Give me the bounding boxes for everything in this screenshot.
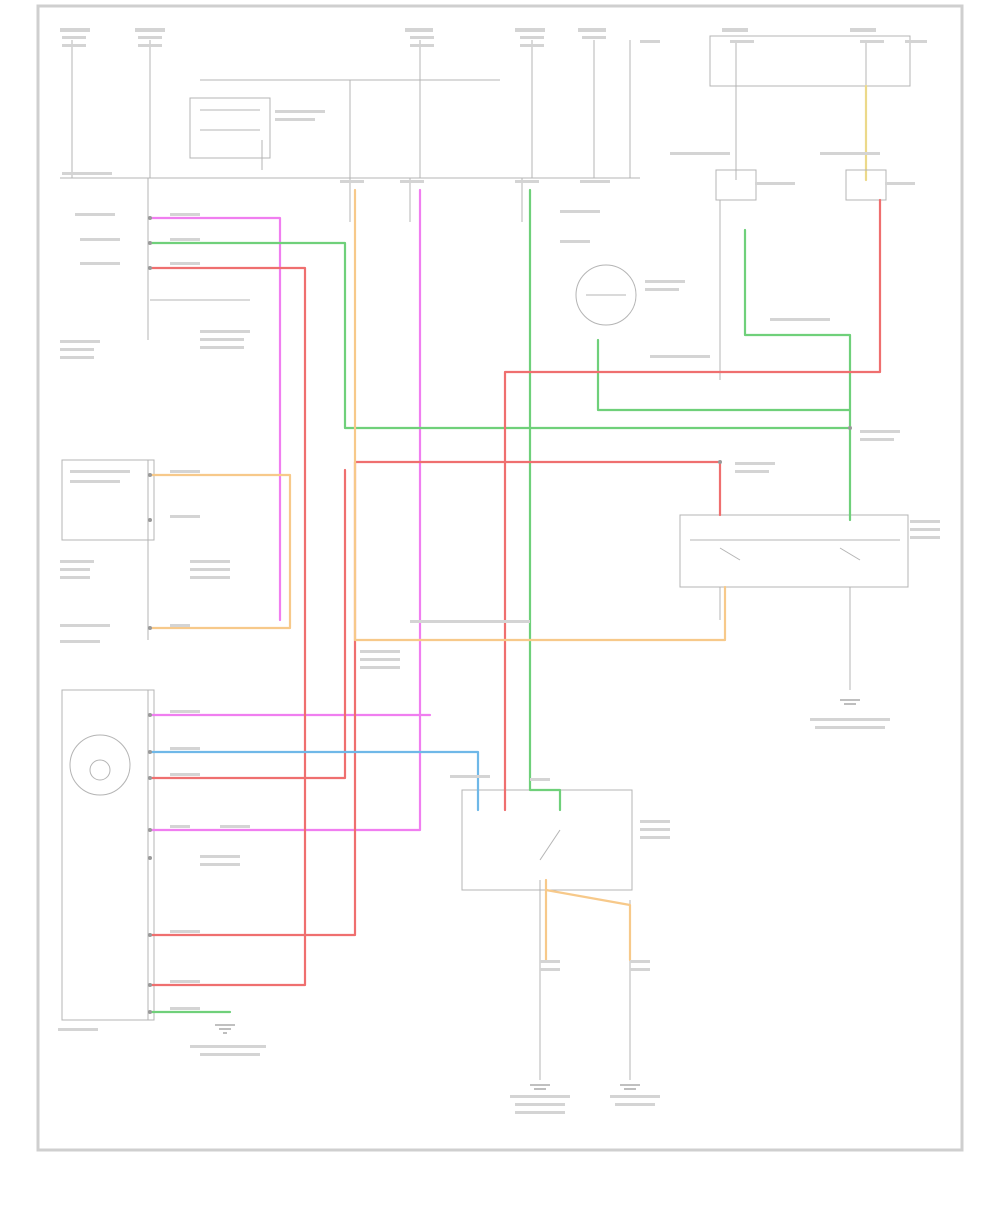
junction-nodes [148, 216, 852, 1014]
top-relay [189, 97, 271, 170]
ground-symbols [215, 699, 860, 1090]
connector-stubs [147, 178, 523, 340]
left-switch-column [61, 459, 155, 1021]
center-motor [575, 264, 637, 326]
diagram-frame [36, 4, 964, 1152]
colored-wires [148, 188, 882, 1014]
left-motor [69, 734, 131, 796]
right-switch-box [679, 514, 909, 690]
